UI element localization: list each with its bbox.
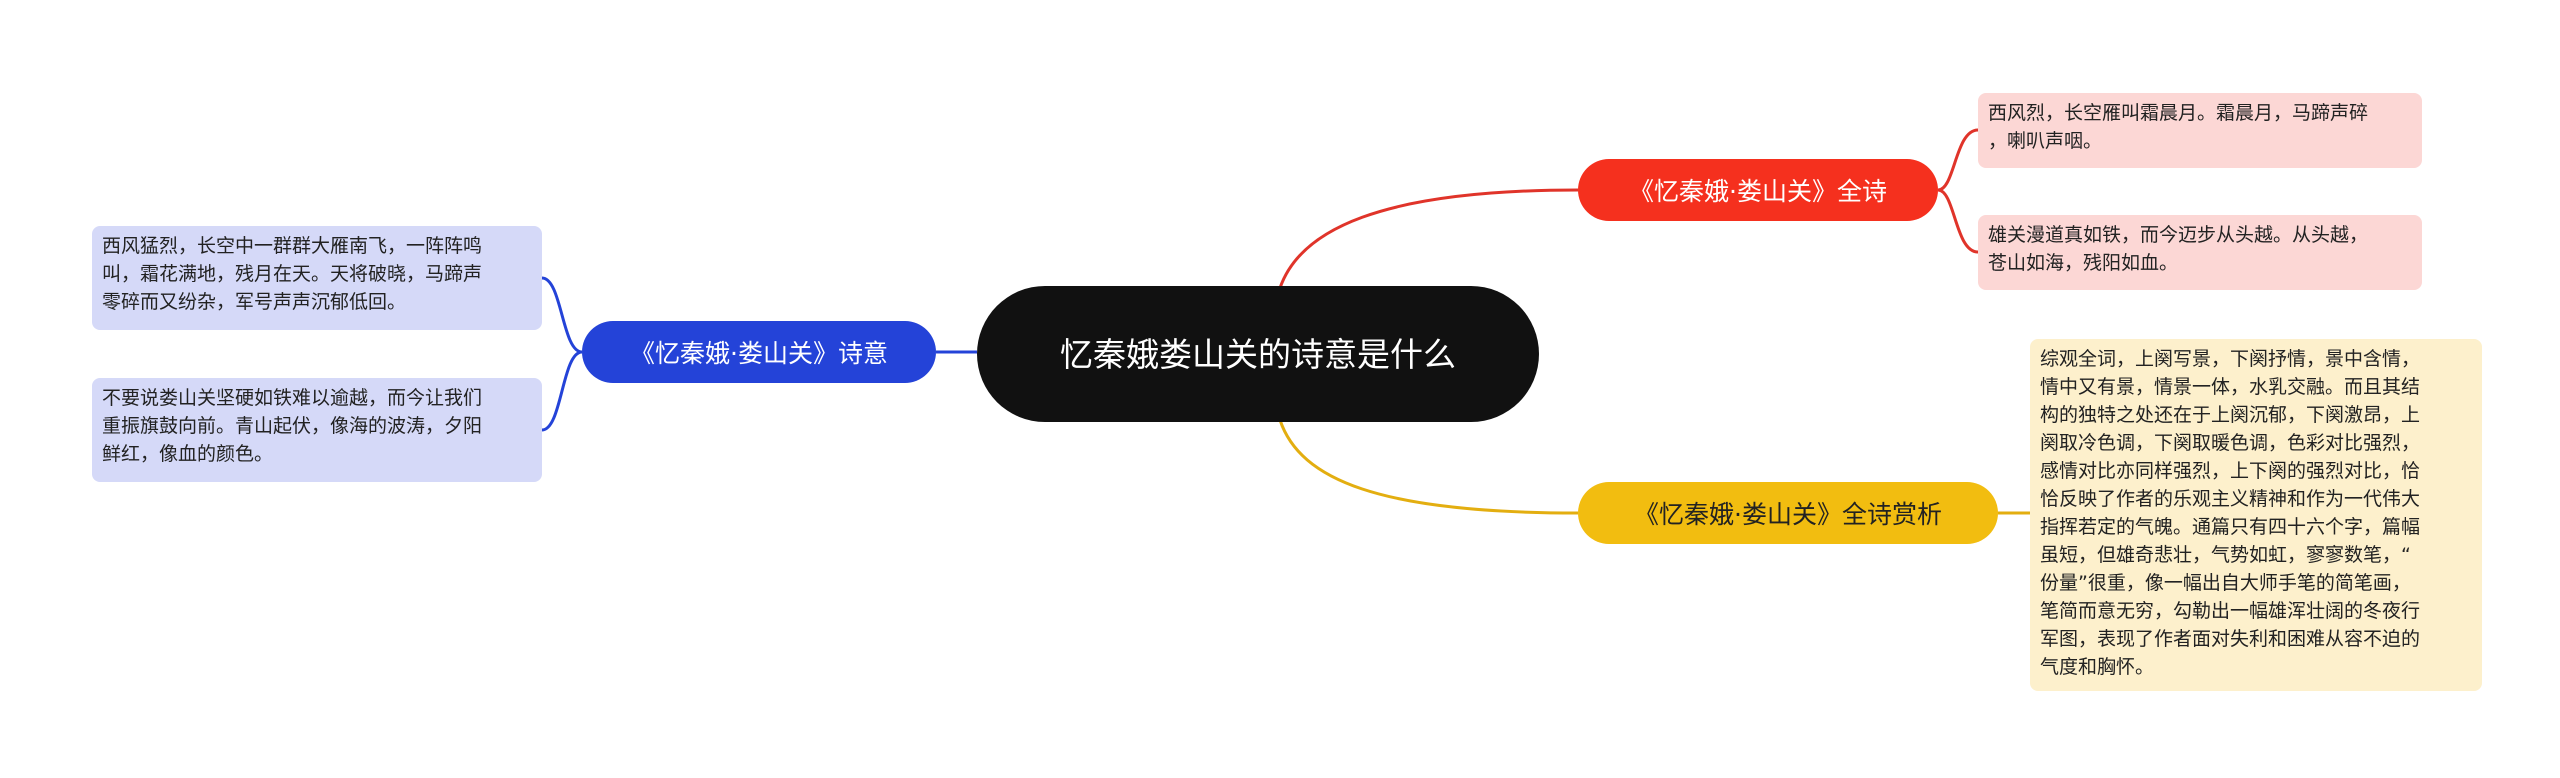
branch-meaning[interactable]: 《忆秦娥·娄山关》诗意 xyxy=(582,321,936,383)
connector-meaning-to-leaf-2 xyxy=(541,350,583,432)
branch-full-poem[interactable]: 《忆秦娥·娄山关》全诗 xyxy=(1578,159,1938,221)
branch-appreciation[interactable]: 《忆秦娥·娄山关》全诗赏析 xyxy=(1578,482,1998,544)
central-topic[interactable]: 忆秦娥娄山关的诗意是什么 xyxy=(977,286,1539,422)
leaf-full-poem-2[interactable]: 雄关漫道真如铁，而今迈步从头越。从头越， 苍山如海，残阳如血。 xyxy=(1978,215,2422,290)
leaf-full-poem-1[interactable]: 西风烈，长空雁叫霜晨月。霜晨月，马蹄声碎 ，喇叭声咽。 xyxy=(1978,93,2422,168)
connector-center-to-full-poem xyxy=(1278,188,1579,289)
central-topic-label: 忆秦娥娄山关的诗意是什么 xyxy=(1060,334,1456,374)
branch-appreciation-label: 《忆秦娥·娄山关》全诗赏析 xyxy=(1634,500,1942,529)
connector-meaning-to-leaf-1 xyxy=(541,276,583,354)
connector-full-poem-to-leaf-1 xyxy=(1937,128,1979,192)
leaf-meaning-2[interactable]: 不要说娄山关坚硬如铁难以逾越，而今让我们 重振旗鼓向前。青山起伏，像海的波涛，夕… xyxy=(92,378,542,482)
branch-meaning-label: 《忆秦娥·娄山关》诗意 xyxy=(630,339,888,368)
connector-center-to-appreciation xyxy=(1278,419,1579,515)
leaf-meaning-1[interactable]: 西风猛烈，长空中一群群大雁南飞，一阵阵鸣 叫，霜花满地，残月在天。天将破晓，马蹄… xyxy=(92,226,542,330)
leaf-appreciation-1[interactable]: 综观全词，上阕写景，下阕抒情，景中含情， 情中又有景，情景一体，水乳交融。而且其… xyxy=(2030,339,2482,691)
branch-full-poem-label: 《忆秦娥·娄山关》全诗 xyxy=(1629,177,1887,206)
connector-full-poem-to-leaf-2 xyxy=(1937,188,1979,254)
